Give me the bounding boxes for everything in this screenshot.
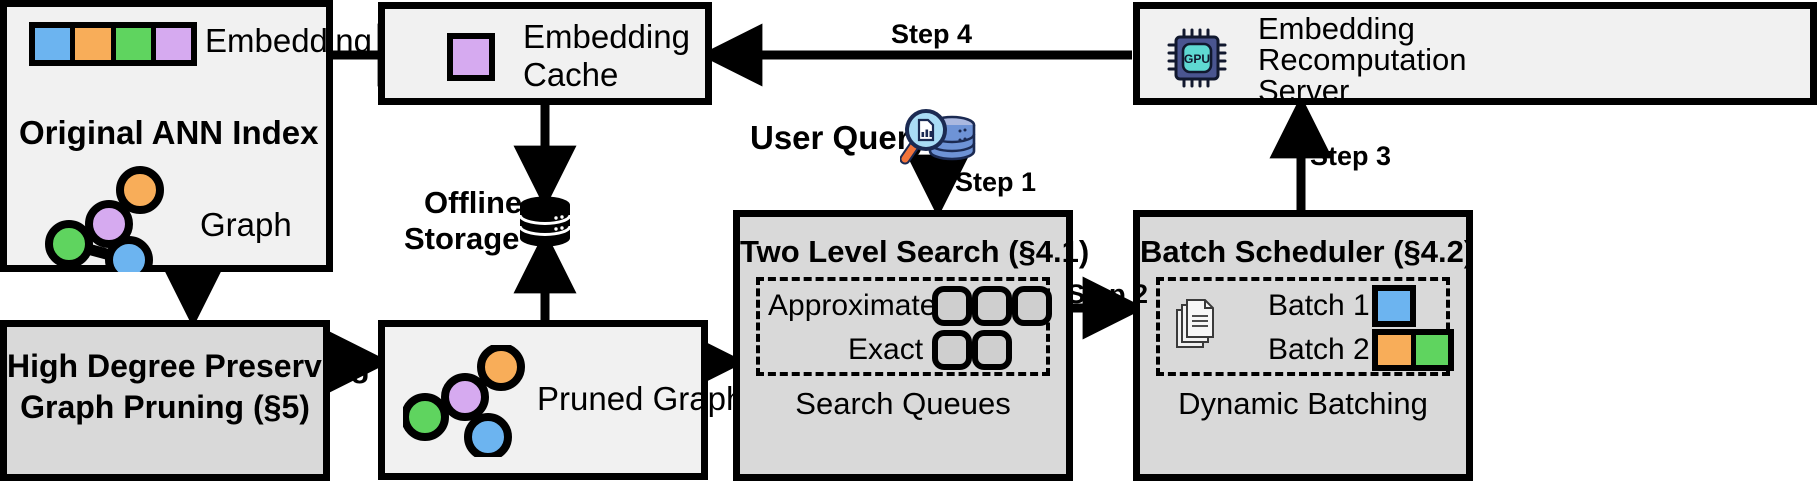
- step-4-label: Step 4: [891, 19, 973, 49]
- step-3-label: Step 3: [1310, 141, 1392, 171]
- batch-1-label: Batch 1: [1268, 289, 1370, 322]
- batch-1-swatches: [1372, 285, 1416, 327]
- original-ann-index-box[interactable]: Embedding Original ANN Index Graph: [0, 0, 372, 272]
- batch-2-swatches: [1372, 329, 1454, 371]
- embedding-cell-green: [115, 28, 156, 60]
- pruned-graph-icon: [403, 345, 525, 457]
- pruned-graph-label: Pruned Graph: [537, 380, 745, 417]
- embedding-cache-chip: [447, 33, 495, 81]
- embedding-swatch-strip: [29, 22, 197, 66]
- swatch-blue: [1378, 291, 1410, 321]
- gpu-chip-icon: GPU: [1167, 28, 1227, 88]
- embedding-cache-line2: Cache: [523, 56, 619, 93]
- two-level-search-title: Two Level Search (§4.1): [740, 234, 1090, 269]
- queue-slot[interactable]: [932, 330, 972, 370]
- embedding-cache-box[interactable]: Embedding Cache: [378, 2, 712, 105]
- original-ann-index-title: Original ANN Index: [19, 114, 319, 151]
- search-queues-footer: Search Queues: [795, 386, 1011, 421]
- recomputation-server-line2: Recomputation: [1258, 42, 1467, 77]
- queue-row-approximate-slots: [932, 286, 1052, 326]
- queue-slot[interactable]: [932, 286, 972, 326]
- queue-row-exact-label: Exact: [848, 333, 924, 366]
- queue-slot[interactable]: [972, 286, 1012, 326]
- offline-storage-line2: Storage: [404, 221, 520, 256]
- recomputation-server-line1: Embedding: [1258, 11, 1415, 46]
- two-level-search-box[interactable]: Two Level Search (§4.1) Approximate Exac…: [733, 210, 1090, 481]
- step-2-label: Step 2: [1067, 279, 1149, 309]
- graph-label: Graph: [200, 206, 292, 243]
- search-database-icon: [900, 109, 976, 165]
- queue-row-exact-slots: [932, 330, 1012, 370]
- graph-pruning-box[interactable]: High Degree Preserving Graph Pruning (§5…: [0, 320, 370, 481]
- swatch-green: [1415, 335, 1448, 365]
- offline-storage-line1: Offline: [424, 185, 523, 220]
- embedding-cell-purple: [155, 28, 191, 60]
- graph-pruning-line1: High Degree Preserving: [7, 348, 370, 384]
- documents-icon: [1176, 299, 1214, 348]
- original-graph-icon: [45, 166, 164, 272]
- dynamic-batching-footer: Dynamic Batching: [1178, 386, 1428, 421]
- swatch-orange: [1378, 335, 1416, 365]
- dynamic-batching-group: Batch 1 Batch 2: [1156, 277, 1454, 376]
- step-1-label: Step 1: [955, 167, 1037, 197]
- batch-scheduler-title: Batch Scheduler (§4.2): [1140, 234, 1475, 269]
- recomputation-server-box[interactable]: GPU Embedding Recomputation Server: [1133, 2, 1817, 108]
- recomputation-server-line3: Server: [1258, 73, 1350, 108]
- embedding-label: Embedding: [205, 22, 372, 59]
- queue-slot[interactable]: [1012, 286, 1052, 326]
- embedding-cache-line1: Embedding: [523, 18, 690, 55]
- embedding-cell-orange: [75, 28, 116, 60]
- search-queues-group: Approximate Exact: [756, 277, 1052, 376]
- graph-pruning-line2: Graph Pruning (§5): [20, 389, 310, 425]
- gpu-chip-text: GPU: [1184, 52, 1210, 66]
- batch-2-label: Batch 2: [1268, 333, 1370, 366]
- pruned-graph-box[interactable]: Pruned Graph: [378, 320, 744, 480]
- batch-scheduler-box[interactable]: Batch Scheduler (§4.2) Batch 1 Batch 2: [1133, 210, 1475, 481]
- embedding-cell-blue: [35, 28, 76, 60]
- database-icon: [518, 196, 572, 247]
- queue-slot[interactable]: [972, 330, 1012, 370]
- queue-row-approximate-label: Approximate: [768, 289, 937, 322]
